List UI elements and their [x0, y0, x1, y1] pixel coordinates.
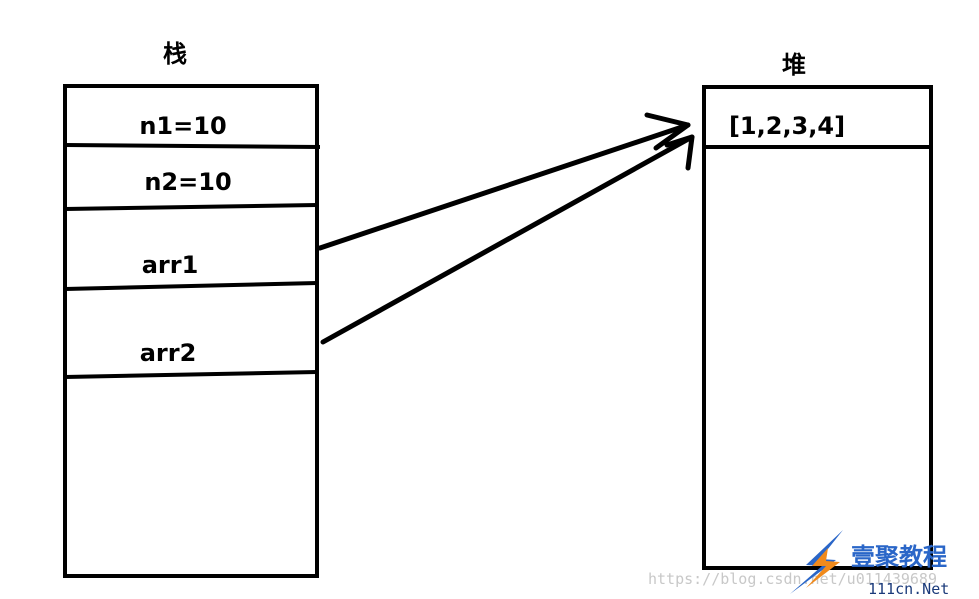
arrow-arr1-to-array [317, 112, 691, 251]
watermark-url: https://blog.csdn.net/u011439689 [648, 570, 937, 588]
stack-divider-3 [64, 281, 318, 291]
stack-cell-n2: n2=10 [144, 168, 231, 196]
site-logo: 壹聚教程 111cn.Net [790, 530, 949, 598]
stack-cell-n1: n1=10 [139, 112, 226, 140]
heap-box [702, 85, 933, 570]
stack-title: 栈 [163, 40, 187, 68]
stack-divider-2 [64, 203, 318, 211]
arrow-arr2-to-array [320, 134, 695, 345]
lightning-icon [790, 530, 843, 594]
logo-text: 壹聚教程 [851, 543, 947, 571]
heap-title: 堆 [782, 51, 806, 79]
stack-divider-4 [64, 370, 318, 379]
stack-cell-arr1: arr1 [142, 251, 199, 279]
stack-box [63, 84, 319, 578]
stack-cell-arr2: arr2 [140, 339, 197, 367]
stack-divider-1 [64, 143, 321, 149]
heap-cell-array: [1,2,3,4] [729, 112, 845, 140]
logo-domain: 111cn.Net [868, 580, 949, 598]
